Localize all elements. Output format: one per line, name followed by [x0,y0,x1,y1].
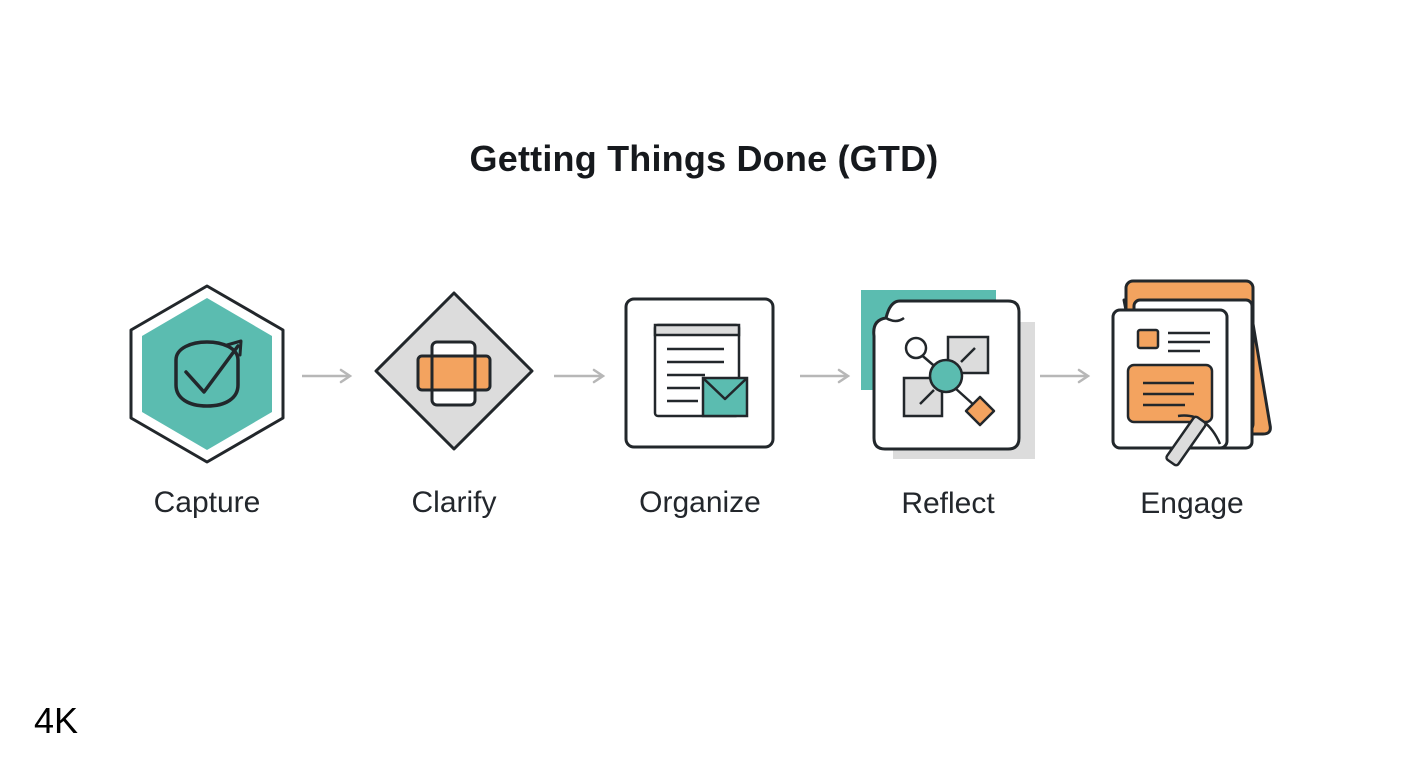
step-label-reflect: Reflect [901,487,995,520]
diamond-cards-icon [374,291,534,451]
step-label-capture: Capture [153,486,261,519]
page-title: Getting Things Done (GTD) [469,138,939,179]
resolution-badge: 4K [34,700,79,741]
arrow-right-icon [1040,368,1091,384]
stacked-cards-pen-icon [1111,279,1272,467]
arrow-right-icon [554,368,606,384]
arrow-right-icon [302,368,353,384]
step-label-engage: Engage [1140,487,1244,520]
step-label-clarify: Clarify [411,486,497,519]
document-envelope-icon [624,297,775,449]
step-label-organize: Organize [639,486,761,519]
network-nodes-icon [861,290,1035,459]
hexagon-checkmark-icon [129,284,285,464]
arrow-right-icon [800,368,851,384]
